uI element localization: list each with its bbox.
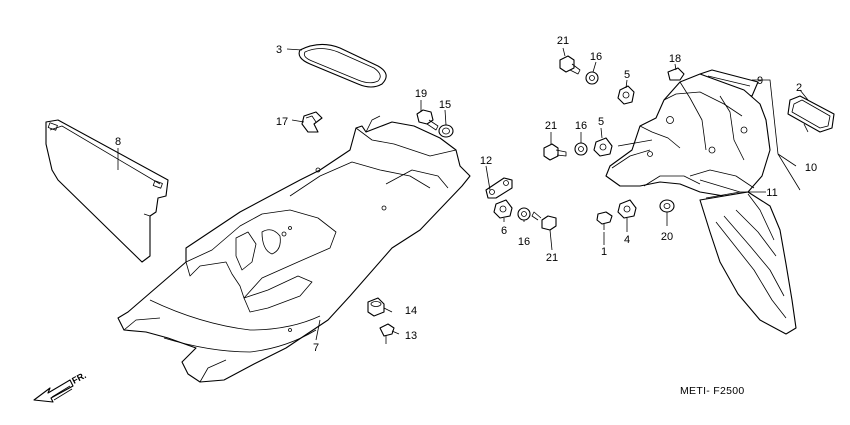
grommet-4-part [617, 199, 637, 219]
clip-part [301, 111, 323, 133]
front-marker-label: FR. [70, 370, 87, 386]
bolt-19-part [416, 109, 439, 131]
reflector-part [787, 95, 835, 133]
grommet-5b-part [593, 137, 613, 157]
screw-13-part [379, 323, 395, 344]
collar-20-part [659, 199, 675, 213]
callout-12: 12 [480, 155, 492, 167]
callout-9: 9 [757, 75, 763, 87]
rear-fender-housing-part [605, 73, 771, 197]
collar-16a-part [585, 71, 599, 85]
callout-20: 20 [661, 231, 673, 243]
collar-16c-part [574, 142, 588, 156]
mudguard-11-part [699, 191, 797, 335]
callout-19: 19 [415, 88, 427, 100]
callout-17: 17 [276, 116, 288, 128]
grommet-15-part [438, 124, 454, 138]
callout-14: 14 [405, 305, 417, 317]
grommet-5a-part [617, 85, 635, 105]
callout-21c: 21 [546, 252, 558, 264]
callout-21a: 21 [557, 35, 569, 47]
cover-plate-part [45, 119, 169, 263]
callout-3: 3 [276, 44, 282, 56]
callout-4: 4 [624, 234, 630, 246]
callout-13: 13 [405, 330, 417, 342]
bolt-21a-part [559, 55, 581, 75]
leader-lines [117, 47, 809, 341]
callout-18: 18 [669, 53, 681, 65]
seal-gasket-part [298, 43, 387, 88]
callout-2: 2 [796, 82, 802, 94]
callout-16a: 16 [590, 51, 602, 63]
callout-5b: 5 [598, 116, 604, 128]
front-direction-arrow-icon [33, 379, 74, 403]
callout-7: 7 [313, 342, 319, 354]
nut-18-part [667, 67, 685, 81]
callout-21b: 21 [545, 120, 557, 132]
callout-6: 6 [501, 225, 507, 237]
screw-1-part [596, 211, 613, 230]
bolt-21b-part [543, 143, 567, 161]
grommet-6-part [493, 199, 513, 219]
bracket-12-part [485, 177, 513, 199]
callout-15: 15 [439, 99, 451, 111]
collar-16b-part [517, 207, 531, 221]
callout-10: 10 [805, 162, 817, 174]
callout-16c: 16 [575, 120, 587, 132]
bolt-21c-part [531, 211, 557, 231]
callout-8: 8 [115, 136, 121, 148]
callout-11: 11 [766, 187, 777, 199]
rear-fender-undertray-part [117, 115, 471, 383]
nut-14-part [367, 297, 385, 317]
diagram-code: METI- F2500 [680, 385, 745, 397]
callout-16b: 16 [518, 236, 530, 248]
callout-5a: 5 [624, 69, 630, 81]
callout-1: 1 [601, 246, 607, 258]
callout-labels: 1 2 3 4 5 5 6 7 8 9 10 11 12 13 14 15 16… [115, 35, 817, 354]
